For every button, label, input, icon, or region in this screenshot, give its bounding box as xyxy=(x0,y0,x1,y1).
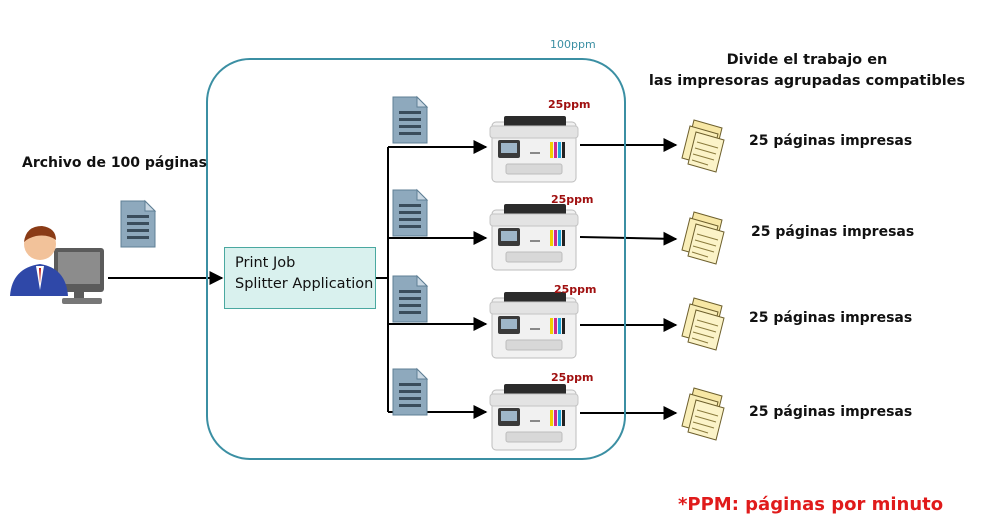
source-file-label: Archivo de 100 páginas xyxy=(22,155,207,171)
splitter-application-box: Print Job Splitter Application xyxy=(224,247,376,309)
source-document-icon xyxy=(120,200,156,248)
split-description-heading: Divide el trabajo en las impresoras agru… xyxy=(637,50,977,92)
printer-speed-label-3: 25ppm xyxy=(554,283,597,296)
printed-pages-icon-4 xyxy=(681,387,725,441)
splitter-title-line1: Print Job xyxy=(235,255,296,271)
printer-speed-label-2: 25ppm xyxy=(551,193,594,206)
output-label-2: 25 páginas impresas xyxy=(751,224,915,240)
user-computer-icon xyxy=(10,226,104,304)
printed-pages-icon-3 xyxy=(681,297,725,351)
printer-speed-label-4: 25ppm xyxy=(551,371,594,384)
printer-speed-label-1: 25ppm xyxy=(548,98,591,111)
ppm-footnote: *PPM: páginas por minuto xyxy=(678,494,944,515)
output-label-1: 25 páginas impresas xyxy=(749,133,913,149)
arrow-to-output-2 xyxy=(579,231,678,246)
printed-pages-icon-1 xyxy=(681,119,725,173)
group-capacity-label: 100ppm xyxy=(550,38,596,51)
printer-group-boundary xyxy=(206,58,626,460)
output-label-3: 25 páginas impresas xyxy=(749,310,913,326)
heading-line2: las impresoras agrupadas compatibles xyxy=(648,73,966,89)
printed-pages-icon-2 xyxy=(681,211,725,265)
splitter-title-line2: Splitter Application xyxy=(235,276,374,292)
heading-line1: Divide el trabajo en xyxy=(726,52,888,68)
connector-lines xyxy=(108,138,678,420)
output-label-4: 25 páginas impresas xyxy=(749,404,913,420)
